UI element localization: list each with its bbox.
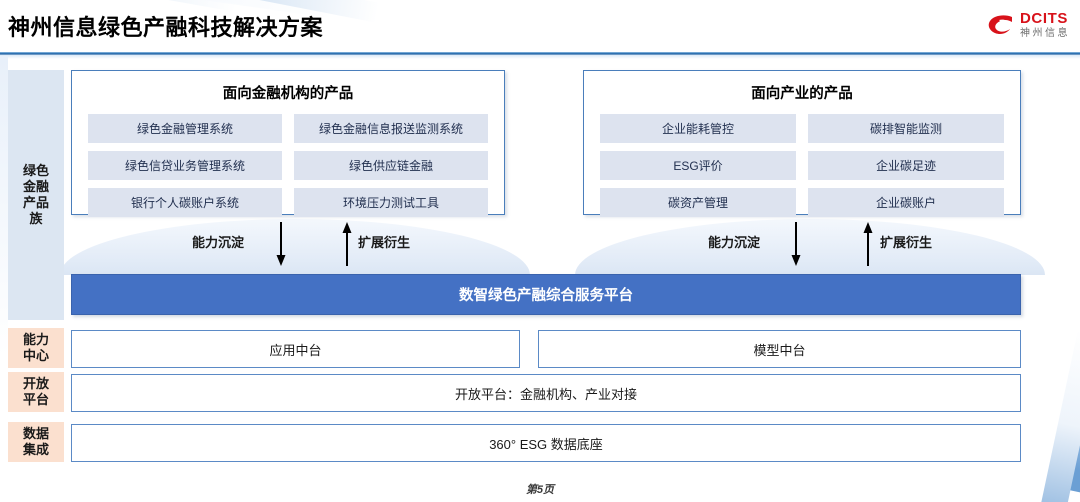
arrow-down-icon-left (276, 222, 286, 266)
product-chip[interactable]: 绿色供应链金融 (294, 151, 488, 180)
left-edge-decoration (0, 56, 8, 356)
product-chip[interactable]: 企业能耗管控 (600, 114, 796, 143)
sidebar-item-green-finance-products[interactable]: 绿色金融产品族 (8, 70, 64, 320)
arrow-up-icon-right (863, 222, 873, 266)
layer-label-data-base: 360° ESG 数据底座 (489, 436, 603, 452)
product-chip[interactable]: 绿色信贷业务管理系统 (88, 151, 282, 180)
flow-label-left-down: 能力沉淀 (192, 235, 245, 250)
product-chip[interactable]: 碳资产管理 (600, 188, 796, 217)
layer-label-open-platform: 开放平台：金融机构、产业对接 (454, 386, 637, 402)
product-chip[interactable]: ESG评价 (600, 151, 796, 180)
sidebar-label-open: 开放平台 (22, 376, 49, 407)
group-title-industry: 面向产业的产品 (751, 86, 853, 102)
product-chip[interactable]: 绿色金融信息报送监测系统 (294, 114, 488, 143)
sidebar-item-capability-center[interactable]: 能力中心 (8, 328, 64, 368)
layer-label-model: 模型中台 (753, 342, 806, 358)
layer-box-model-middle-office[interactable]: 模型中台 (538, 330, 1021, 368)
product-chip[interactable]: 企业碳账户 (808, 188, 1004, 217)
product-chip[interactable]: 碳排智能监测 (808, 114, 1004, 143)
product-chip-grid-financial: 绿色金融管理系统 绿色金融信息报送监测系统 绿色信贷业务管理系统 绿色供应链金融… (72, 103, 504, 217)
layer-label-app: 应用中台 (269, 342, 322, 358)
logo-text-en: DCITS (1020, 10, 1068, 27)
header-divider-line (0, 52, 1080, 55)
platform-bar-label: 数智绿色产融综合服务平台 (459, 288, 633, 304)
sidebar-item-data-integration[interactable]: 数据集成 (8, 422, 64, 462)
sidebar-item-open-platform[interactable]: 开放平台 (8, 372, 64, 412)
header-divider-glow (0, 55, 1080, 59)
platform-bar[interactable]: 数智绿色产融综合服务平台 (71, 274, 1021, 315)
page-title: 神州信息绿色产融科技解决方案 (8, 15, 324, 40)
product-group-industry: 面向产业的产品 企业能耗管控 碳排智能监测 ESG评价 企业碳足迹 碳资产管理 … (583, 70, 1021, 217)
layer-box-data-base[interactable]: 360° ESG 数据底座 (71, 424, 1021, 462)
product-chip[interactable]: 企业碳足迹 (808, 151, 1004, 180)
product-chip[interactable]: 银行个人碳账户系统 (88, 188, 282, 217)
product-group-financial: 面向金融机构的产品 绿色金融管理系统 绿色金融信息报送监测系统 绿色信贷业务管理… (71, 70, 505, 217)
sidebar-label-center: 能力中心 (22, 332, 49, 363)
sidebar-label-products: 绿色金融产品族 (22, 163, 49, 226)
layer-box-open-platform[interactable]: 开放平台：金融机构、产业对接 (71, 374, 1021, 412)
flow-label-right-down: 能力沉淀 (708, 235, 761, 250)
product-chip[interactable]: 环境压力测试工具 (294, 188, 488, 217)
product-chip[interactable]: 绿色金融管理系统 (88, 114, 282, 143)
sidebar-label-data: 数据集成 (22, 426, 49, 457)
product-chip-grid-industry: 企业能耗管控 碳排智能监测 ESG评价 企业碳足迹 碳资产管理 企业碳账户 (584, 103, 1020, 217)
layer-box-application-middle-office[interactable]: 应用中台 (71, 330, 520, 368)
dome-shape-right (575, 219, 1045, 275)
dcits-swoosh-icon (988, 15, 1012, 35)
group-title-financial: 面向金融机构的产品 (222, 86, 354, 102)
arrow-down-icon-right (791, 222, 801, 266)
dome-shape-left (60, 219, 530, 275)
brand-logo: DCITS 神州信息 (987, 9, 1070, 41)
flow-label-left-up: 扩展衍生 (358, 235, 411, 250)
page-number: 第5页 (525, 484, 555, 496)
flow-label-right-up: 扩展衍生 (880, 235, 933, 250)
logo-text-cn: 神州信息 (1020, 28, 1070, 39)
arrow-up-icon-left (342, 222, 352, 266)
